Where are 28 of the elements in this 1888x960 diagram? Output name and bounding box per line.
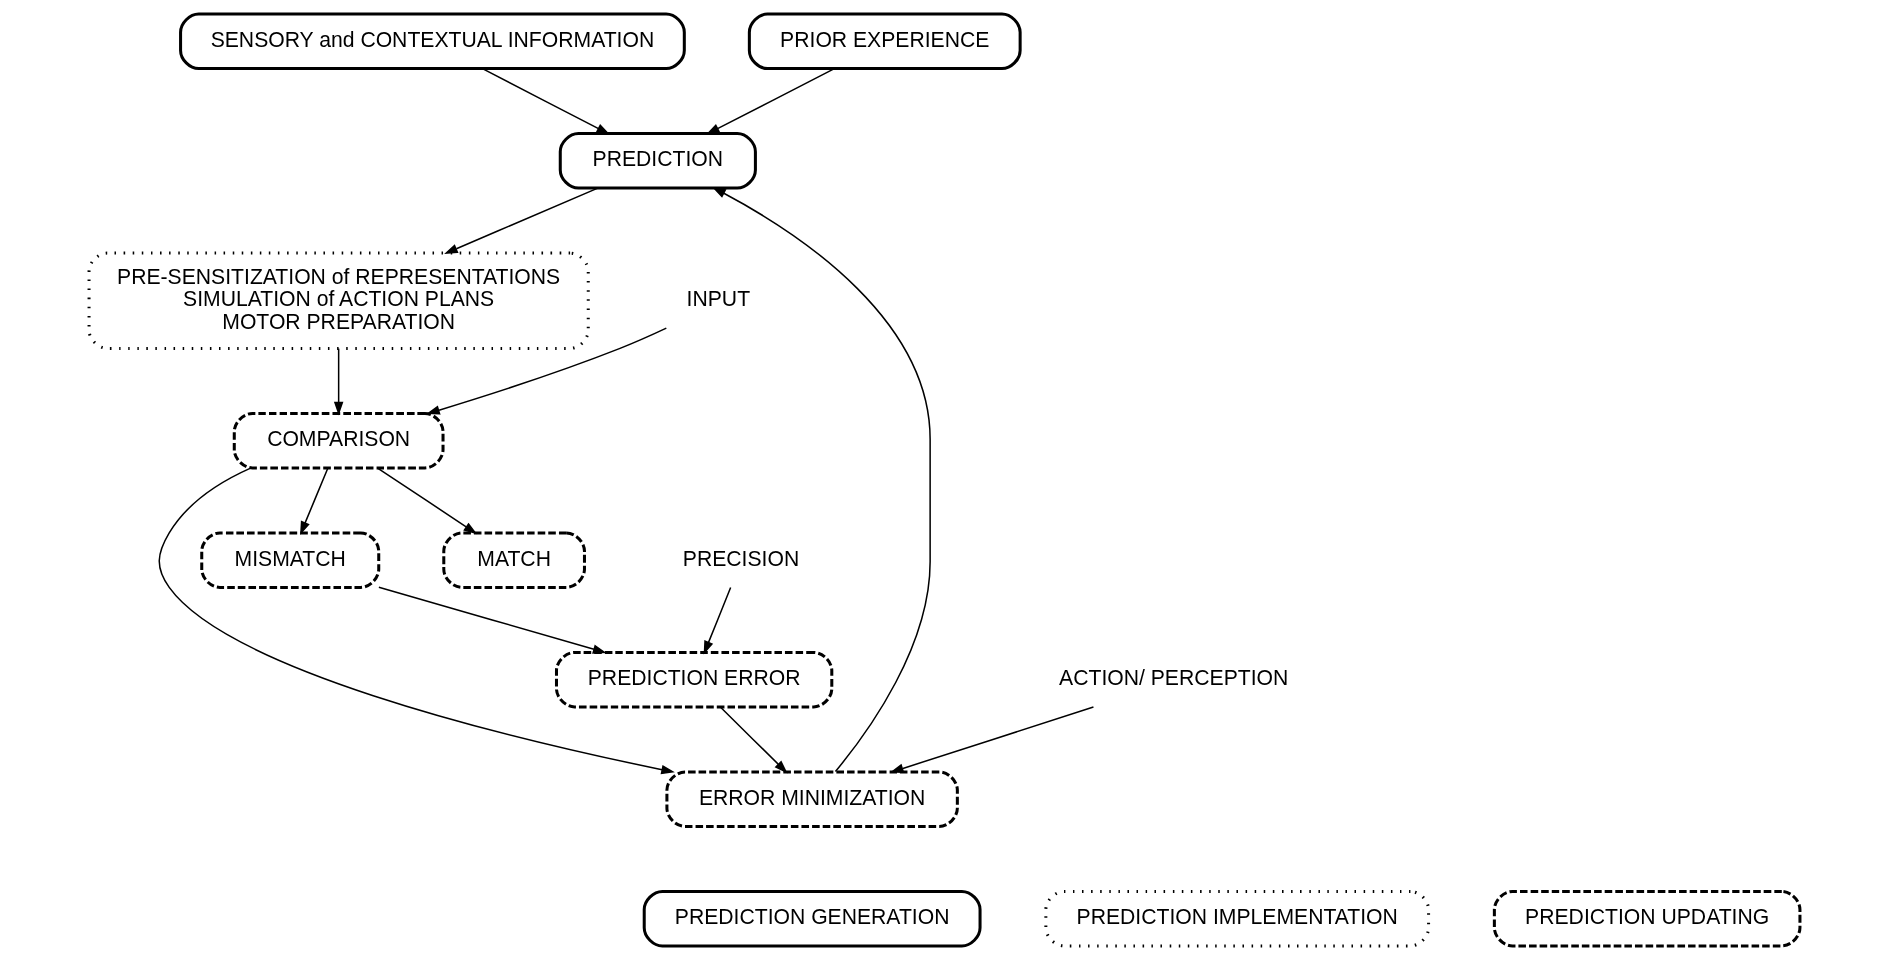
node-box: PRE-SENSITIZATION of REPRESENTATIONS SIMULATION of ACTION PLANS MOTOR PREPARATION [87,251,590,350]
node-box: ERROR MINIMIZATION [664,770,959,828]
node-text: ACTION/ PERCEPTION [1058,666,1288,690]
node-box: PREDICTION ERROR [554,650,833,709]
arrow [443,187,599,254]
arrow [299,467,329,535]
arrow [333,347,343,416]
node-box: MISMATCH [199,531,380,589]
node-box: PREDICTION UPDATING [1492,889,1801,948]
node-box: PRIOR EXPERIENCE [747,12,1022,71]
arrow [711,187,931,773]
node-box: COMPARISON [232,411,445,470]
node-box: SENSORY and CONTEXTUAL INFORMATION [178,12,686,71]
arrow [481,67,610,135]
arrow [158,467,675,775]
arrow [889,706,1094,773]
node-text: INPUT [686,287,750,311]
arrow [703,586,731,655]
arrow [377,586,606,654]
node-box: PREDICTION GENERATION [642,889,982,948]
arrow [376,467,477,535]
node-box: PREDICTION IMPLEMENTATION [1043,889,1430,948]
node-box: MATCH [441,531,586,589]
arrow [719,706,788,774]
arrow [425,327,667,415]
arrow [705,67,835,135]
node-box: PREDICTION [558,132,757,190]
node-text: PRECISION [682,546,799,570]
